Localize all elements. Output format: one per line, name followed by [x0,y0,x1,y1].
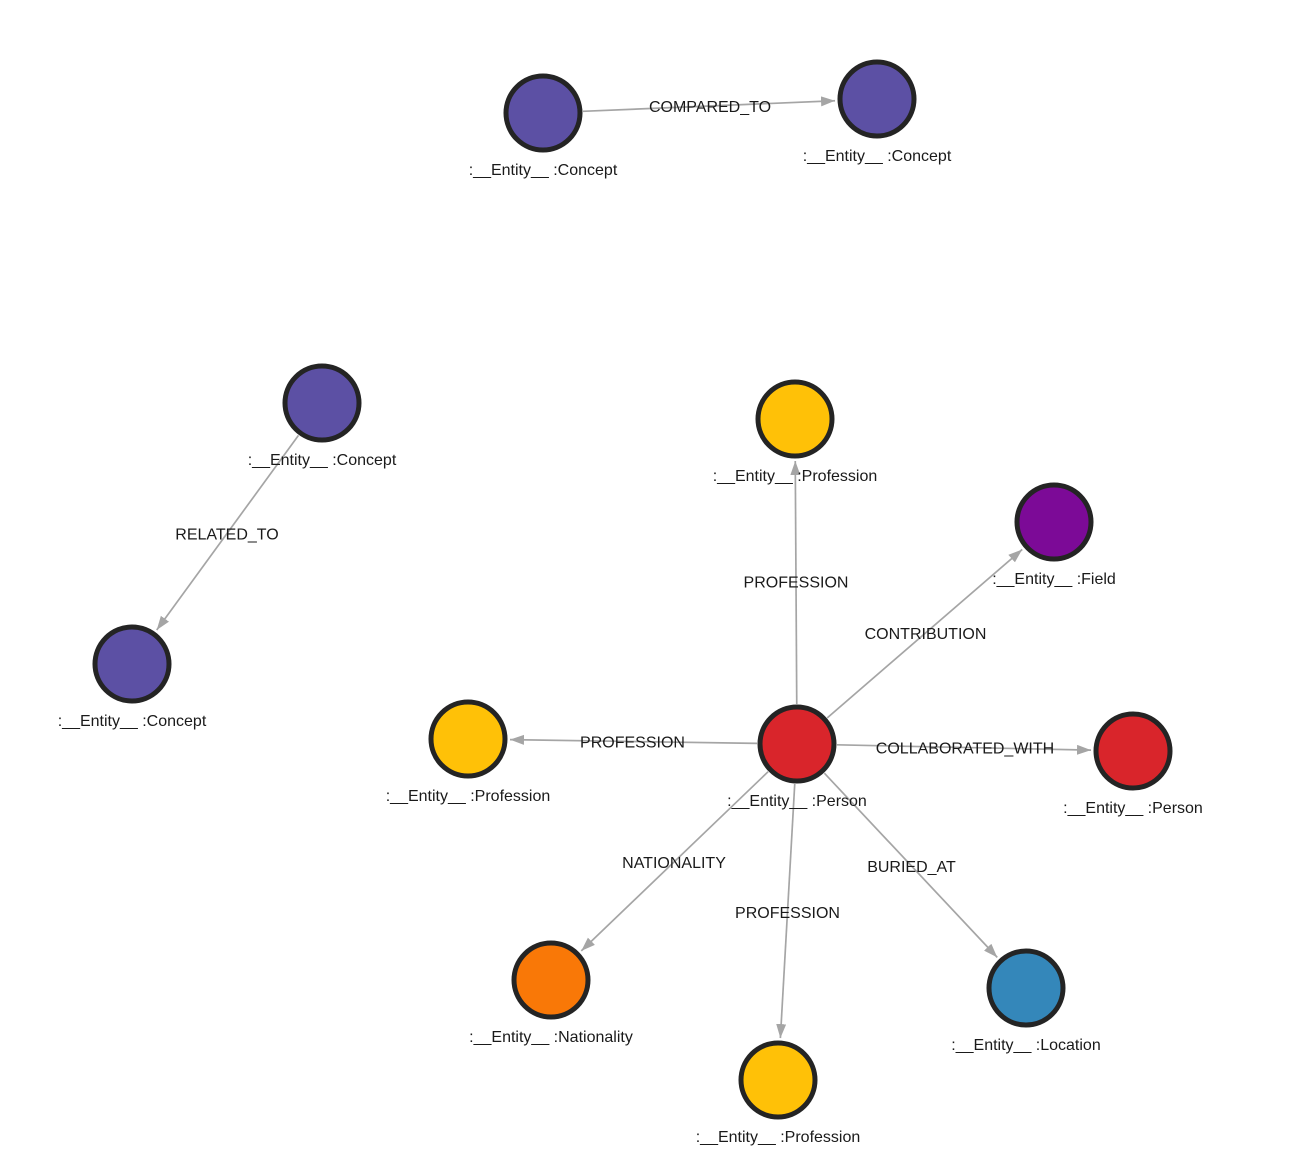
node-caption: :__Entity__ :Concept [803,148,952,165]
node-circle-concept[interactable] [282,363,362,443]
relationship-type-label[interactable]: RELATED_TO [175,527,278,544]
graph-node-person-center[interactable]: :__Entity__ :Person [727,704,867,810]
node-caption: :__Entity__ :Profession [696,1129,861,1146]
node-caption: :__Entity__ :Nationality [469,1029,633,1046]
node-circle-concept[interactable] [837,59,917,139]
relationship-type-label[interactable]: PROFESSION [580,735,685,752]
node-circle-profession[interactable] [755,379,835,459]
edge-buried-at[interactable]: BURIED_AT [823,772,998,958]
node-circle-person[interactable] [757,704,837,784]
graph-node-concept-c[interactable]: :__Entity__ :Concept [248,363,397,469]
node-circle-profession[interactable] [738,1040,818,1120]
node-caption: :__Entity__ :Concept [469,162,618,179]
graph-node-person-right[interactable]: :__Entity__ :Person [1063,711,1203,817]
edge-compared-to[interactable]: COMPARED_TO [582,96,836,116]
graph-node-nationality[interactable]: :__Entity__ :Nationality [469,940,633,1046]
node-caption: :__Entity__ :Profession [386,788,551,805]
graph-node-location[interactable]: :__Entity__ :Location [951,948,1101,1054]
edge-profession[interactable]: PROFESSION [735,783,840,1039]
graph-node-concept-a[interactable]: :__Entity__ :Concept [469,73,618,179]
relationship-type-label[interactable]: BURIED_AT [867,859,956,876]
edge-collaborated-with[interactable]: COLLABORATED_WITH [836,741,1092,758]
nodes-layer: :__Entity__ :Concept :__Entity__ :Concept… [58,59,1203,1146]
node-caption: :__Entity__ :Field [992,571,1116,588]
node-circle-profession[interactable] [428,699,508,779]
edge-nationality[interactable]: NATIONALITY [580,771,769,952]
edges-layer: COMPARED_TO RELATED_TO PROFESSION CONTRIBUT… [156,96,1092,1039]
node-caption: :__Entity__ :Person [727,793,867,810]
relationship-type-label[interactable]: COMPARED_TO [649,99,771,116]
graph-node-profession-bottom[interactable]: :__Entity__ :Profession [696,1040,861,1146]
node-caption: :__Entity__ :Concept [248,452,397,469]
relationship-type-label[interactable]: NATIONALITY [622,855,726,872]
graph-node-profession-top[interactable]: :__Entity__ :Profession [713,379,878,485]
node-caption: :__Entity__ :Person [1063,800,1203,817]
graph-node-concept-b[interactable]: :__Entity__ :Concept [803,59,952,165]
relationship-type-label[interactable]: CONTRIBUTION [865,626,987,643]
node-circle-nationality[interactable] [511,940,591,1020]
relationship-line[interactable] [790,460,801,705]
relationship-line[interactable] [823,772,998,958]
relationship-line[interactable] [836,743,1092,755]
node-circle-concept[interactable] [92,624,172,704]
edge-related-to[interactable]: RELATED_TO [156,434,300,631]
node-circle-location[interactable] [986,948,1066,1028]
relationship-line[interactable] [582,96,836,113]
edge-profession[interactable]: PROFESSION [509,734,758,752]
relationship-line[interactable] [580,771,769,952]
edge-contribution[interactable]: CONTRIBUTION [826,548,1023,719]
node-circle-concept[interactable] [503,73,583,153]
graph-node-profession-left[interactable]: :__Entity__ :Profession [386,699,551,805]
node-caption: :__Entity__ :Location [951,1037,1100,1054]
relationship-type-label[interactable]: COLLABORATED_WITH [876,741,1054,758]
graph-node-concept-d[interactable]: :__Entity__ :Concept [58,624,207,730]
relationship-line[interactable] [826,548,1023,719]
node-circle-person[interactable] [1093,711,1173,791]
relationship-line[interactable] [156,434,300,631]
edge-profession[interactable]: PROFESSION [744,460,849,705]
relationship-line[interactable] [509,734,758,745]
node-circle-field[interactable] [1014,482,1094,562]
node-caption: :__Entity__ :Concept [58,713,207,730]
relationship-type-label[interactable]: PROFESSION [744,575,849,592]
graph-node-field[interactable]: :__Entity__ :Field [992,482,1116,588]
relationship-line[interactable] [776,783,796,1039]
relationship-type-label[interactable]: PROFESSION [735,905,840,922]
node-caption: :__Entity__ :Profession [713,468,878,485]
